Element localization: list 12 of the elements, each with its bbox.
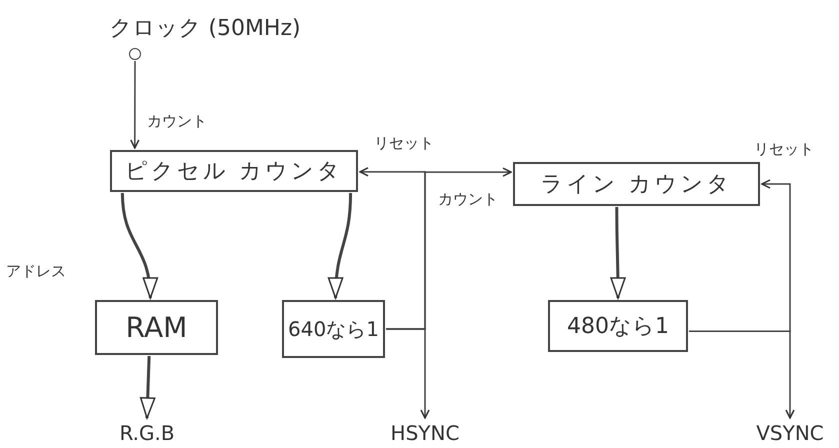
counter-box: ライン カウンタ (513, 162, 760, 206)
bus-arrow (328, 192, 352, 299)
signal-arrow (386, 167, 512, 330)
signal-arrow (130, 61, 140, 149)
bus-arrow (140, 356, 156, 419)
comparator-box: 640なら1 (282, 300, 385, 358)
bus-arrow (120, 192, 158, 299)
memory-box: RAM (95, 300, 218, 355)
bus-arrow (610, 207, 626, 299)
counter-box: ピクセル カウンタ (110, 150, 358, 192)
signal-arrow (689, 330, 795, 419)
comparator-box: 480なら1 (548, 300, 688, 352)
